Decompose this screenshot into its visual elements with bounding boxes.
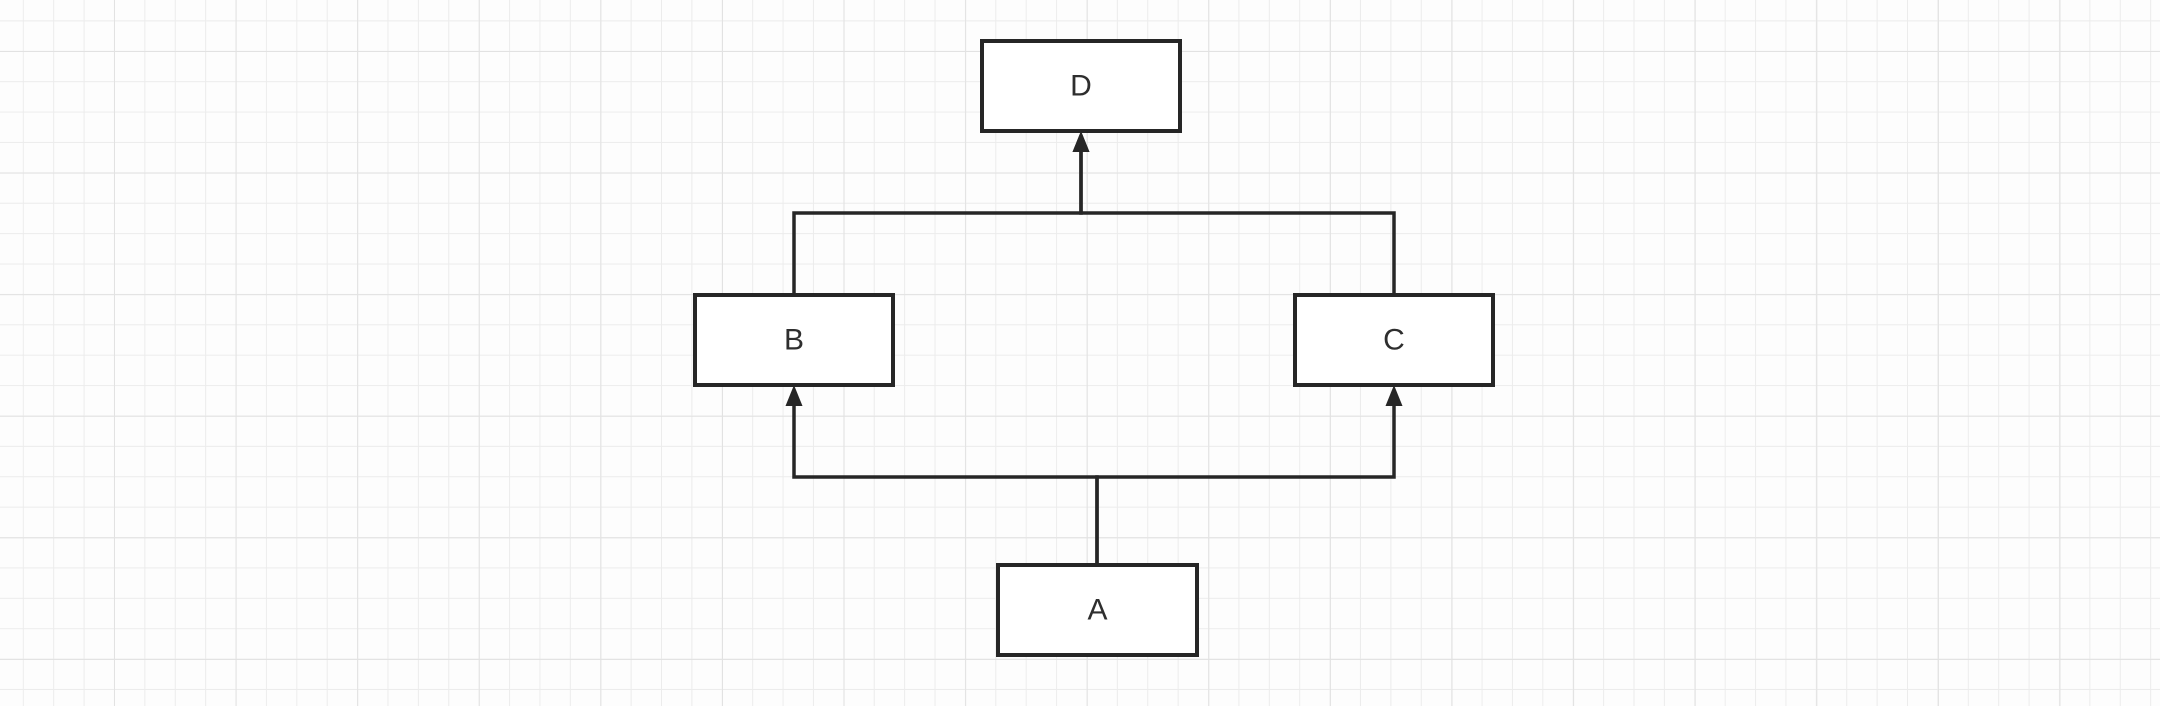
edge-line[interactable] <box>1079 148 1396 295</box>
arrowhead-icon <box>1385 385 1403 406</box>
node-label: C <box>1383 324 1405 357</box>
node-box[interactable] <box>996 563 1199 657</box>
node-box[interactable] <box>693 293 895 387</box>
node-c[interactable]: C <box>1293 293 1495 387</box>
edge-B-D[interactable] <box>792 131 1090 295</box>
edge-A-B[interactable] <box>785 385 1099 565</box>
node-label: D <box>1070 70 1092 103</box>
node-box[interactable] <box>980 39 1182 133</box>
nodes-layer: A B C D <box>693 39 1495 657</box>
edge-line[interactable] <box>792 148 1083 295</box>
node-a[interactable]: A <box>996 563 1199 657</box>
node-box[interactable] <box>1293 293 1495 387</box>
edge-line[interactable] <box>792 402 1099 565</box>
node-d[interactable]: D <box>980 39 1182 133</box>
edge-C-D[interactable] <box>1072 131 1396 295</box>
edges-layer <box>785 131 1403 565</box>
edge-A-C[interactable] <box>1095 385 1403 565</box>
node-b[interactable]: B <box>693 293 895 387</box>
node-label: B <box>784 324 804 357</box>
arrowhead-icon <box>785 385 803 406</box>
edge-line[interactable] <box>1095 402 1396 565</box>
arrowhead-icon <box>1072 131 1090 152</box>
node-label: A <box>1087 594 1107 627</box>
